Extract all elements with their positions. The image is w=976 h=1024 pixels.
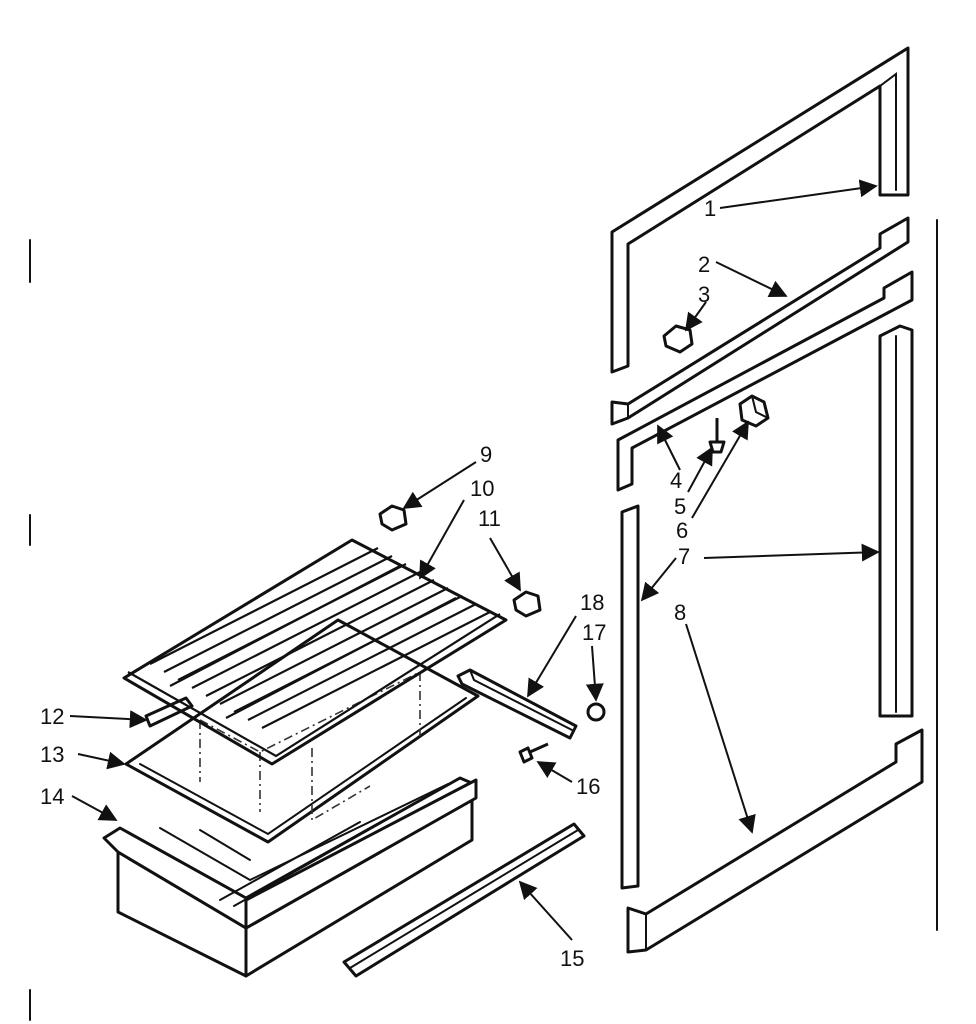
callout-11: 11 [478, 506, 501, 531]
part-17-nut [586, 702, 606, 722]
callout-15: 15 [560, 946, 584, 971]
callout-17: 17 [582, 620, 606, 645]
part-15-trim-strip [342, 822, 586, 978]
callout-5: 5 [674, 494, 686, 519]
callout-8: 8 [674, 600, 686, 625]
callout-9: 9 [480, 442, 492, 467]
callout-10: 10 [470, 476, 494, 501]
callout-7: 7 [678, 544, 690, 569]
callout-labels: 1 2 3 4 5 6 7 8 9 10 11 12 13 14 15 16 1… [40, 196, 716, 971]
callout-3: 3 [698, 282, 710, 307]
part-7-left-gasket [620, 504, 640, 890]
callout-12: 12 [40, 704, 64, 729]
callout-14: 14 [40, 784, 64, 809]
part-14-crisper-drawer [102, 776, 478, 978]
part-18-rail [456, 668, 578, 740]
divider-lower-trim [616, 270, 914, 492]
part-7-right-gasket [878, 324, 914, 718]
part-1-top-gasket [610, 46, 910, 374]
part-11-clip [512, 590, 542, 618]
part-6-hinge-clip [738, 394, 770, 428]
part-3-clip [662, 324, 694, 354]
callout-18: 18 [580, 590, 604, 615]
part-5-screw [708, 418, 726, 454]
callout-16: 16 [576, 774, 600, 799]
part-12-support [144, 696, 194, 728]
callout-4: 4 [670, 468, 682, 493]
part-9-clip [378, 504, 408, 532]
hidden-lines [199, 671, 421, 822]
callout-1: 1 [704, 196, 716, 221]
callout-2: 2 [698, 252, 710, 277]
part-10-wire-shelf [122, 538, 508, 766]
callout-13: 13 [40, 742, 64, 767]
callout-6: 6 [676, 518, 688, 543]
part-2-divider-trim [610, 216, 910, 426]
part-16-screw [518, 742, 549, 764]
leader-lines [69, 179, 880, 941]
part-8-bottom-gasket [626, 728, 924, 954]
